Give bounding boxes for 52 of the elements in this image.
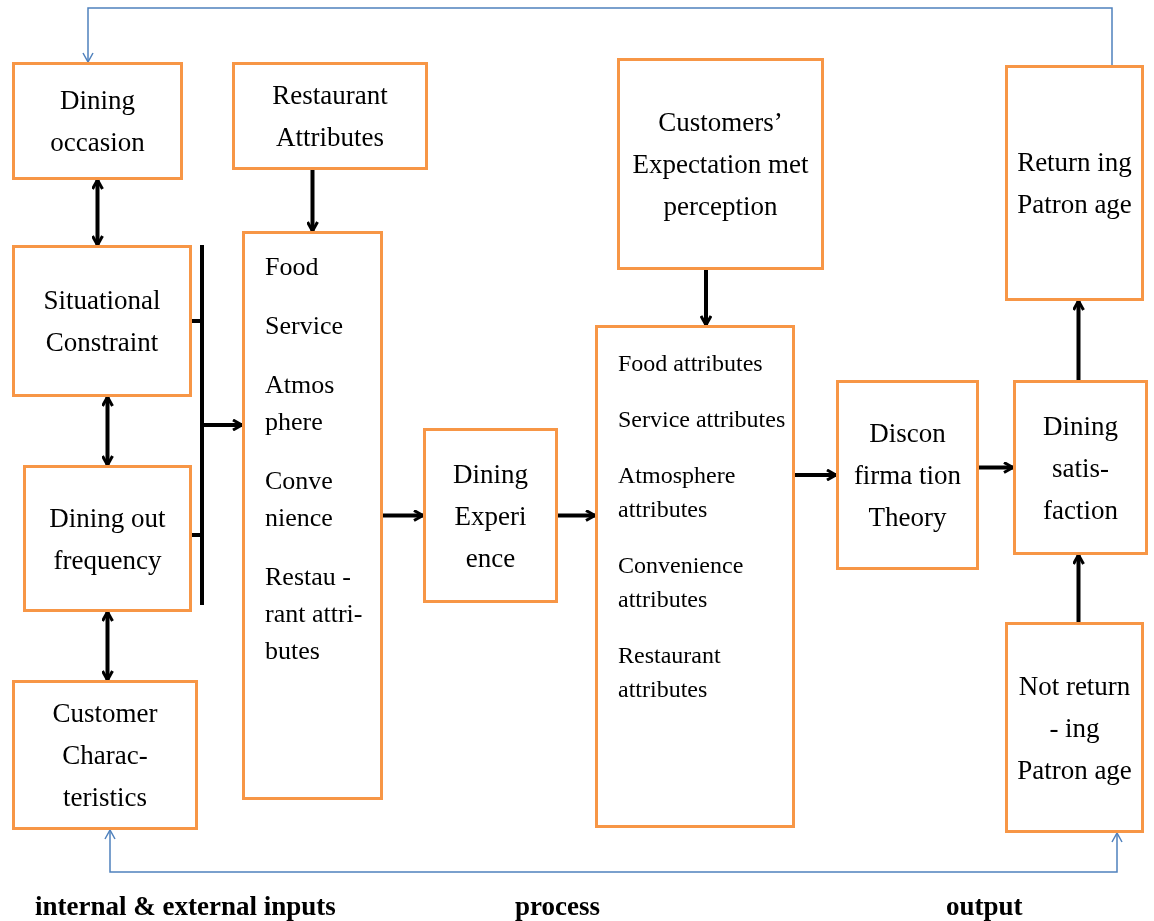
section-label: internal & external inputs (35, 890, 336, 921)
process-box (595, 325, 795, 828)
box-text: Service attributes (618, 405, 786, 434)
arrow (306, 170, 319, 233)
process-box (1005, 65, 1144, 301)
process-box (836, 380, 979, 570)
box-text: Restaurant Attributes (271, 79, 389, 154)
box-text: Atmosphere attributes (618, 461, 737, 524)
arrow (101, 610, 114, 682)
arrow (82, 7, 1113, 66)
box-text: Return ing Patron age (1016, 146, 1133, 221)
process-box (1005, 622, 1144, 833)
box-text: Convenience attributes (618, 551, 745, 614)
box-text: Food attributes (618, 349, 763, 378)
box-text: Food (265, 251, 319, 283)
arrow (104, 829, 1123, 873)
box-text: Customers’ Expectation met perception (631, 106, 810, 223)
arrow (699, 270, 713, 327)
box-text: Dining occasion (49, 84, 146, 159)
arrow (558, 509, 597, 522)
box-text: Dining out frequency (48, 501, 167, 577)
arrow (91, 178, 104, 247)
box-text: Customer Charac- teristics (51, 697, 159, 814)
arrow (979, 461, 1015, 474)
arrow (101, 395, 114, 467)
process-box (423, 428, 558, 603)
box-text: Conve nience (265, 465, 334, 534)
box-text: Restaurant attributes (618, 641, 722, 704)
arrow (204, 418, 244, 432)
process-box (242, 231, 383, 800)
box-text: Discon firma tion Theory (852, 417, 963, 534)
process-box (1013, 380, 1148, 555)
section-label: output (946, 890, 1023, 921)
process-box (12, 245, 192, 397)
box-text: Atmos phere (265, 369, 336, 438)
process-box (617, 58, 824, 270)
process-box (12, 680, 198, 830)
process-box (23, 465, 192, 612)
merge-bar (200, 245, 204, 605)
box-text: Not return - ing Patron age (1016, 669, 1133, 787)
box-text: Service (265, 310, 343, 342)
arrow (1072, 299, 1085, 380)
section-label: process (515, 890, 600, 921)
arrow (383, 509, 425, 522)
box-text: Dining Experi ence (452, 457, 529, 575)
box-text: Restau -rant attri- butes (265, 561, 364, 667)
process-box (232, 62, 428, 170)
box-text: Dining satis- faction (1042, 409, 1119, 527)
box-text: Situational Constraint (42, 284, 162, 359)
process-box (12, 62, 183, 180)
arrow (1072, 553, 1085, 622)
arrow (795, 468, 838, 482)
